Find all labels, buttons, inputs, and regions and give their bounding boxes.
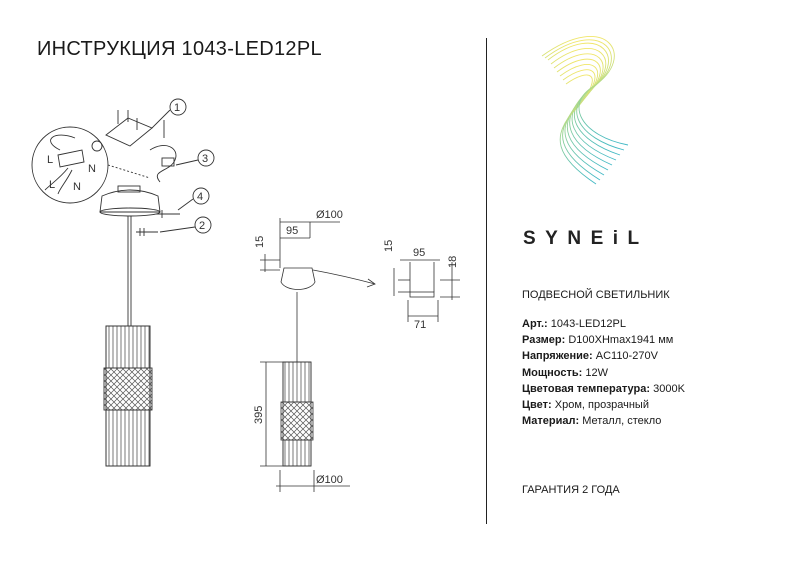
spec-label: Напряжение: <box>522 350 593 363</box>
dim-body-diameter: Ø100 <box>316 474 343 486</box>
dim-bracket-depth: 18 <box>447 256 459 268</box>
dim-bracket-height: 15 <box>383 240 395 252</box>
dim-canopy-height: 15 <box>254 236 266 248</box>
spec-value: D100XHmax1941 мм <box>568 334 674 347</box>
spec-row: Напряжение: AC110-270V <box>522 348 685 364</box>
spec-value: 12W <box>585 366 608 379</box>
spec-row: Арт.: 1043-LED12PL <box>522 316 685 332</box>
wire-label-n: N <box>88 163 96 175</box>
wire-label-l2: L <box>49 179 55 191</box>
dim-body-height: 395 <box>253 406 265 424</box>
dim-bracket-width: 95 <box>413 247 425 259</box>
column-divider <box>486 38 487 524</box>
wire-label-n2: N <box>73 181 81 193</box>
spec-row: Цвет: Хром, прозрачный <box>522 397 685 413</box>
brand-name: SYNEiL <box>523 228 649 249</box>
page-title: ИНСТРУКЦИЯ 1043-LED12PL <box>37 38 322 60</box>
spec-label: Материал: <box>522 415 580 428</box>
spec-label: Цветовая температура: <box>522 382 651 395</box>
dimension-drawing <box>260 218 460 492</box>
spec-label: Мощность: <box>522 366 583 379</box>
spec-value: 3000K <box>653 382 685 395</box>
warranty-text: ГАРАНТИЯ 2 ГОДА <box>522 484 620 496</box>
spec-value: Хром, прозрачный <box>554 399 649 412</box>
callout-4: 4 <box>197 191 203 203</box>
spec-row: Размер: D100XHmax1941 мм <box>522 332 685 348</box>
wire-label-l: L <box>47 154 53 166</box>
callout-3: 3 <box>202 153 208 165</box>
assembly-diagram <box>31 98 215 467</box>
spec-list: Арт.: 1043-LED12PL Размер: D100XHmax1941… <box>522 316 685 429</box>
dim-canopy-width: 95 <box>286 225 298 237</box>
spec-label: Арт.: <box>522 318 548 330</box>
spec-label: Цвет: <box>522 399 552 412</box>
product-type: ПОДВЕСНОЙ СВЕТИЛЬНИК <box>522 289 670 301</box>
dim-bracket-hole: 71 <box>414 319 426 331</box>
callout-1: 1 <box>174 102 180 114</box>
spec-label: Размер: <box>522 334 566 347</box>
brand-logo <box>541 36 629 185</box>
callout-2: 2 <box>199 220 205 232</box>
spec-value: AC110-270V <box>595 350 658 363</box>
spec-row: Материал: Металл, стекло <box>522 413 685 429</box>
spec-row: Цветовая температура: 3000K <box>522 381 685 397</box>
spec-row: Мощность: 12W <box>522 365 685 381</box>
dim-canopy-diameter: Ø100 <box>316 209 343 221</box>
spec-value: Металл, стекло <box>582 415 662 428</box>
spec-value: 1043-LED12PL <box>550 318 626 330</box>
